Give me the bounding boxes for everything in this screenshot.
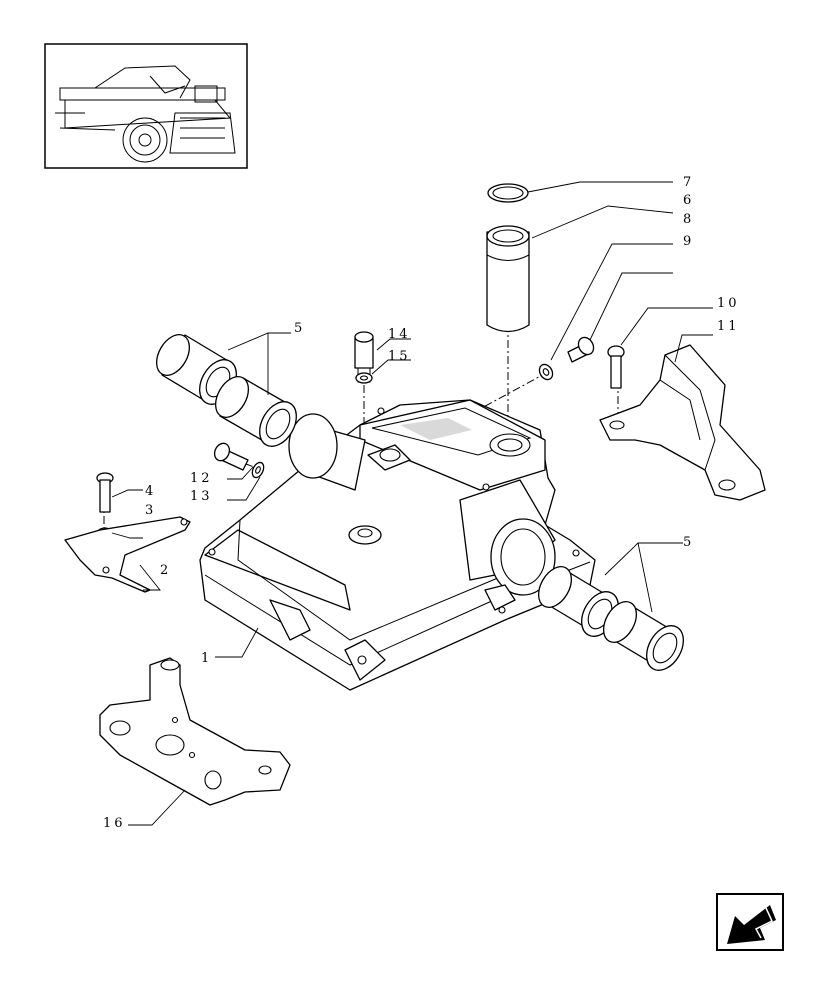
- callout-labels: 1 2 3 4 5 5 6 7 8 9 10 11 12 13 14 15 16: [103, 175, 740, 831]
- callout-14: 14: [388, 327, 411, 342]
- bolt-12: [213, 442, 249, 471]
- washer-13: [251, 461, 265, 479]
- callout-13: 13: [190, 489, 213, 504]
- callout-15: 15: [388, 349, 411, 364]
- callout-10: 10: [717, 296, 740, 311]
- bushing-right-upper: [537, 566, 619, 637]
- next-page-arrow-icon[interactable]: [716, 893, 784, 951]
- seal-ring: [487, 183, 529, 203]
- callout-5-left: 5: [294, 321, 305, 336]
- leader-lines: [111, 181, 713, 826]
- bolt-4: [96, 472, 114, 513]
- washer-8: [538, 363, 554, 381]
- callout-9: 9: [683, 234, 694, 249]
- callout-7: 7: [683, 175, 694, 190]
- callout-11: 11: [717, 319, 740, 334]
- bushing-left-lower: [214, 376, 297, 447]
- callout-3: 3: [145, 503, 156, 518]
- mounting-plate-16: [99, 657, 291, 806]
- lift-housing: [199, 399, 596, 691]
- sleeve: [486, 225, 530, 333]
- callout-12: 12: [190, 471, 213, 486]
- bracket-11: [599, 344, 766, 501]
- bushing-right-lower: [602, 601, 684, 671]
- callout-1: 1: [201, 651, 212, 666]
- location-thumbnail: [44, 43, 248, 169]
- callout-2: 2: [160, 563, 171, 578]
- callout-5-right: 5: [683, 535, 694, 550]
- bolt-10: [607, 345, 625, 389]
- washer-15: [355, 372, 373, 384]
- callout-8: 8: [683, 212, 694, 227]
- screw-9: [567, 336, 595, 363]
- callout-4: 4: [145, 484, 156, 499]
- callout-16: 16: [103, 816, 126, 831]
- lever-plate-2: [64, 516, 191, 593]
- callout-6: 6: [683, 193, 694, 208]
